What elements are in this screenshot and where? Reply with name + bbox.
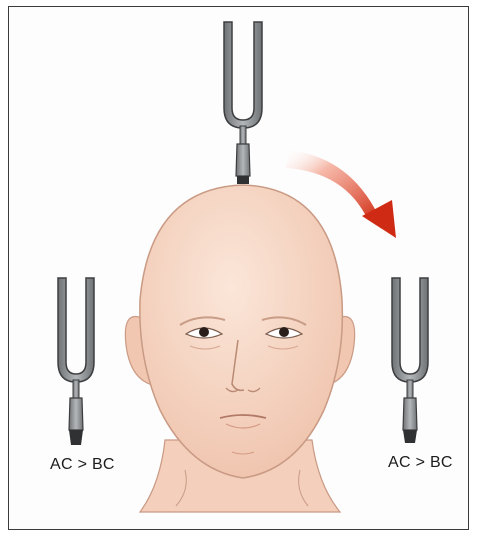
right-fork-label: AC > BC	[388, 454, 453, 472]
right-tuning-fork-icon	[392, 278, 428, 443]
top-tuning-fork-icon	[224, 22, 262, 184]
left-tuning-fork-icon	[58, 278, 94, 445]
left-fork-label: AC > BC	[50, 456, 115, 474]
head-illustration	[125, 185, 354, 512]
